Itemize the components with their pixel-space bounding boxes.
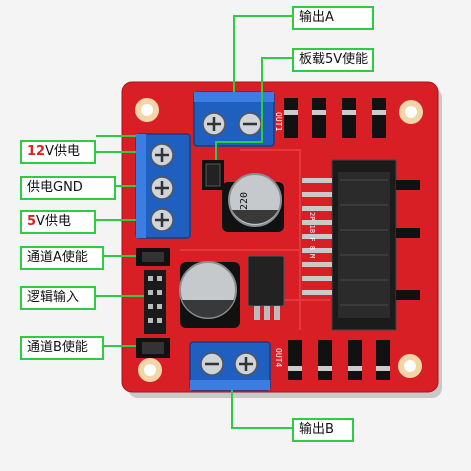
label-logic-input: 逻辑输入 bbox=[20, 286, 96, 310]
label-channel-a-enable: 通道A使能 bbox=[20, 246, 104, 270]
capacitor-bottom bbox=[179, 261, 240, 328]
label-5v-power: 5V供电 bbox=[20, 210, 96, 234]
label-logic-input-text: 逻辑输入 bbox=[27, 290, 80, 305]
label-power-gnd-text: 供电GND bbox=[27, 180, 83, 195]
label-output-a: 输出A bbox=[292, 6, 374, 30]
callout-lines bbox=[96, 15, 292, 429]
mounting-hole bbox=[135, 98, 159, 122]
label-channel-a-enable-text: 通道A使能 bbox=[27, 250, 88, 265]
terminal-power bbox=[135, 133, 191, 239]
enable-a-header bbox=[136, 248, 170, 266]
diodes-bottom bbox=[288, 340, 390, 380]
label-output-b-text: 输出B bbox=[299, 422, 334, 437]
chip-pins bbox=[302, 178, 332, 295]
mounting-hole bbox=[399, 100, 423, 124]
silkscreen-out1: OUT1 bbox=[274, 112, 283, 131]
mounting-hole bbox=[398, 354, 422, 378]
label-12v-power: 12V供电 bbox=[20, 140, 96, 164]
mounting-hole bbox=[138, 358, 162, 382]
label-board-5v-enable: 板载5V使能 bbox=[292, 48, 374, 72]
voltage-regulator bbox=[247, 255, 285, 320]
label-channel-b-enable: 通道B使能 bbox=[20, 336, 104, 360]
diodes-top bbox=[284, 98, 386, 138]
label-5v-prefix: 5 bbox=[27, 214, 37, 229]
logic-input-header bbox=[144, 270, 166, 334]
cap1-value: 220 bbox=[239, 192, 250, 210]
label-output-a-text: 输出A bbox=[299, 10, 334, 25]
silkscreen-chip: 2P 1B F 8 M bbox=[308, 212, 316, 258]
label-power-gnd: 供电GND bbox=[20, 176, 116, 200]
label-output-b: 输出B bbox=[292, 418, 354, 442]
label-12v-suffix: V供电 bbox=[45, 144, 80, 159]
silkscreen-out4: OUT4 bbox=[274, 348, 283, 367]
driver-chip-heatsink bbox=[331, 159, 397, 331]
label-channel-b-enable-text: 通道B使能 bbox=[27, 340, 88, 355]
heatsink-tabs bbox=[396, 180, 420, 300]
capacitor-top: 220 bbox=[222, 173, 284, 232]
label-12v-prefix: 12 bbox=[27, 144, 46, 159]
enable-b-header bbox=[136, 338, 170, 358]
terminal-output-b bbox=[189, 341, 271, 391]
jumper-5v bbox=[202, 160, 224, 190]
label-board-5v-enable-text: 板载5V使能 bbox=[299, 52, 369, 67]
label-5v-suffix: V供电 bbox=[36, 214, 71, 229]
